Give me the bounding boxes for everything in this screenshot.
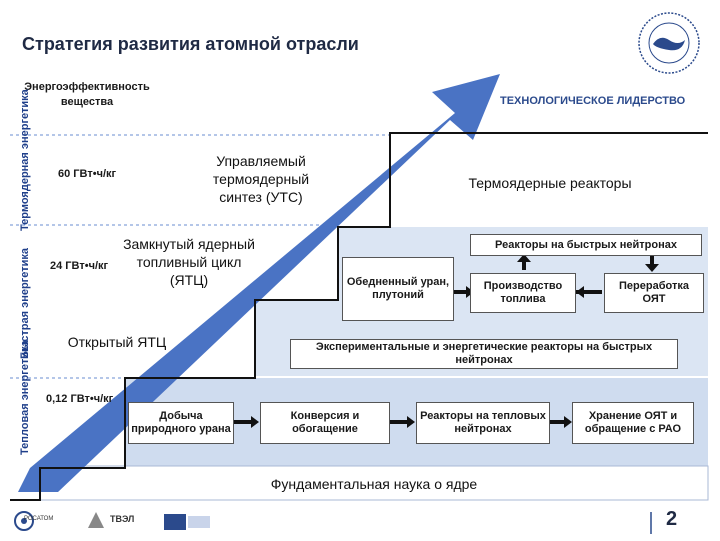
stage-thermo-reactors: Термоядерные реакторы bbox=[468, 175, 632, 191]
box-depleted-uranium: Обедненный уран, плутоний bbox=[342, 257, 454, 321]
tvel-logo-text: ТВЭЛ bbox=[110, 514, 135, 524]
row-label-thermonuclear: Термоядерная энергетика bbox=[19, 89, 31, 231]
right-heading: ТЕХНОЛОГИЧЕСКОЕ ЛИДЕРСТВО bbox=[500, 95, 686, 107]
arrow-reprocessing-to-production bbox=[576, 286, 584, 298]
tvel-logo-icon bbox=[88, 512, 104, 528]
arrow-conversion-to-reactors bbox=[407, 416, 415, 428]
box-storage: Хранение ОЯТ и обращение с РАО bbox=[572, 402, 694, 444]
metric-thermonuclear: 60 ГВт•ч/кг bbox=[58, 168, 117, 180]
box-experimental-reactors: Экспериментальные и энергетические реакт… bbox=[290, 339, 678, 369]
row-label-thermal: Тепловая энергетика bbox=[19, 340, 31, 455]
page-title: Стратегия развития атомной отрасли bbox=[22, 34, 359, 54]
stage-fundamental: Фундаментальная наука о ядре bbox=[270, 476, 478, 492]
stage-ztc: Замкнутый ядерный топливный цикл (ЯТЦ) bbox=[123, 236, 255, 288]
metric-fast: 24 ГВт•ч/кг bbox=[50, 260, 109, 272]
stage-open-ytc: Открытый ЯТЦ bbox=[67, 334, 167, 350]
growth-arrow bbox=[18, 74, 500, 492]
arrow-reactors-to-reprocessing bbox=[645, 264, 659, 272]
stage-uts: Управляемый термоядерный синтез (УТС) bbox=[212, 153, 310, 205]
box-reprocessing: Переработка ОЯТ bbox=[604, 273, 704, 313]
rosatom-logo-text: РОСАТОМ bbox=[24, 516, 54, 522]
metric-thermal: 0,12 ГВт•ч/кг bbox=[46, 393, 114, 405]
box-fast-reactors: Реакторы на быстрых нейтронах bbox=[470, 234, 702, 256]
emblem-logo bbox=[638, 12, 700, 74]
left-heading: Энергоэффективность вещества bbox=[24, 81, 150, 108]
arrow-production-to-reactors bbox=[517, 254, 531, 262]
footer-logos bbox=[12, 506, 212, 541]
box-uranium-mining: Добыча природного урана bbox=[128, 402, 234, 444]
box-thermal-reactors: Реакторы на тепловых нейтронах bbox=[416, 402, 550, 444]
rosatom-logo-icon bbox=[14, 511, 34, 531]
arrow-mining-to-conversion bbox=[251, 416, 259, 428]
arrow-reactors-to-storage bbox=[564, 416, 572, 428]
fundamental-band bbox=[39, 465, 709, 501]
footer-logo-graphics bbox=[14, 511, 210, 531]
page-number: 2 bbox=[666, 508, 678, 530]
step-line bbox=[10, 132, 708, 501]
partner-logo-icon bbox=[164, 514, 186, 530]
box-conversion: Конверсия и обогащение bbox=[260, 402, 390, 444]
box-fuel-production: Производство топлива bbox=[470, 273, 576, 313]
